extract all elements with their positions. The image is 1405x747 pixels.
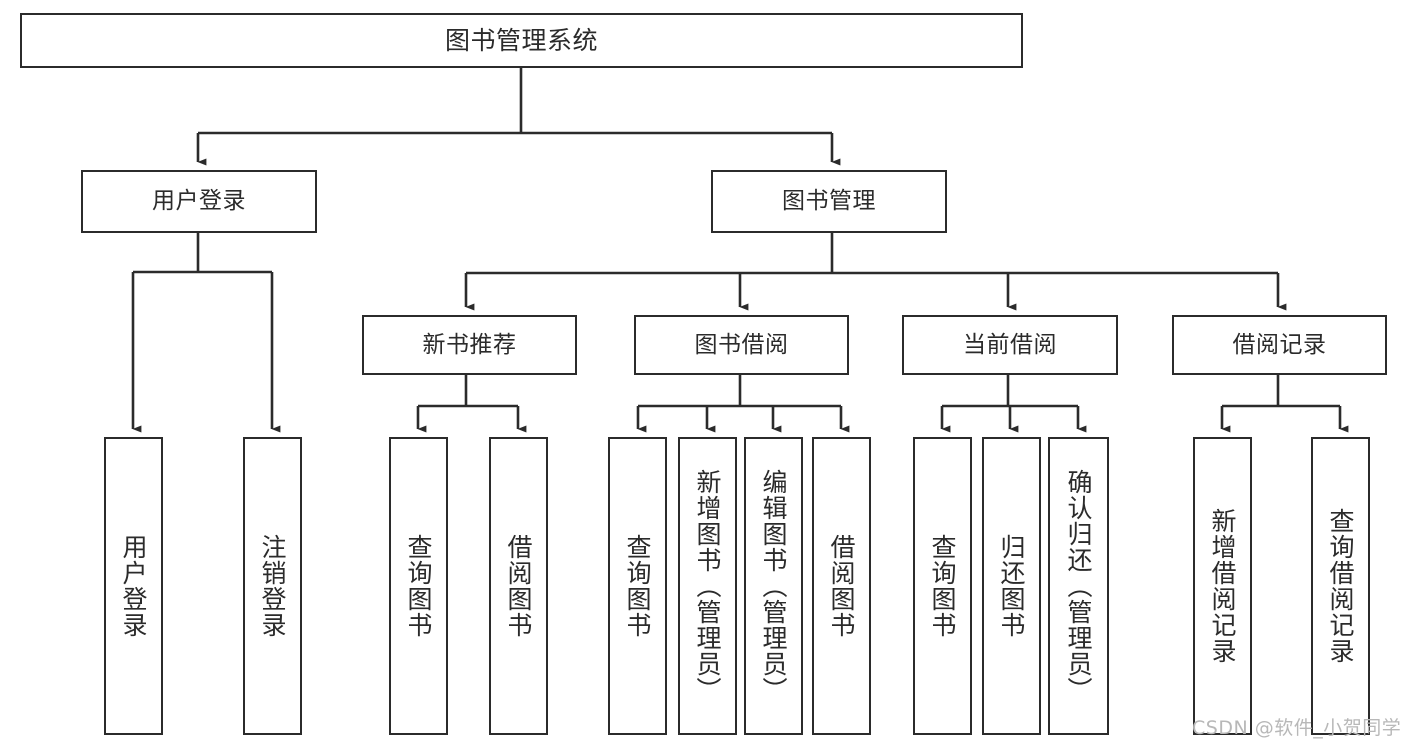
node-user-login[interactable]: 用户登录 xyxy=(81,170,317,233)
node-book-management-label: 图书管理 xyxy=(782,188,876,215)
node-user-login-label: 用户登录 xyxy=(152,188,246,215)
node-leaf-add-record-label: 新增借阅记录 xyxy=(1208,508,1237,664)
node-leaf-add-record[interactable]: 新增借阅记录 xyxy=(1193,437,1252,735)
node-borrow-record[interactable]: 借阅记录 xyxy=(1172,315,1387,375)
node-leaf-query-book-3-label: 查询图书 xyxy=(928,534,957,638)
node-leaf-user-login[interactable]: 用户登录 xyxy=(104,437,163,735)
node-leaf-confirm-return-label: 确认归还（管理员） xyxy=(1064,469,1093,703)
node-leaf-add-book-label: 新增图书（管理员） xyxy=(693,469,722,703)
node-leaf-confirm-return[interactable]: 确认归还（管理员） xyxy=(1048,437,1109,735)
node-leaf-return-book[interactable]: 归还图书 xyxy=(982,437,1041,735)
node-leaf-query-book-1[interactable]: 查询图书 xyxy=(389,437,448,735)
node-leaf-edit-book[interactable]: 编辑图书（管理员） xyxy=(744,437,803,735)
node-leaf-borrow-book-2[interactable]: 借阅图书 xyxy=(812,437,871,735)
node-new-book-recommend[interactable]: 新书推荐 xyxy=(362,315,577,375)
node-leaf-borrow-book-2-label: 借阅图书 xyxy=(827,534,856,638)
node-root-label: 图书管理系统 xyxy=(444,26,598,55)
node-leaf-query-book-1-label: 查询图书 xyxy=(404,534,433,638)
watermark: CSDN @软件_小贺同学 xyxy=(1192,717,1402,739)
node-leaf-query-book-2[interactable]: 查询图书 xyxy=(608,437,667,735)
node-borrow-record-label: 借阅记录 xyxy=(1232,331,1327,358)
node-book-management[interactable]: 图书管理 xyxy=(711,170,947,233)
node-leaf-return-book-label: 归还图书 xyxy=(997,534,1026,638)
node-leaf-query-book-3[interactable]: 查询图书 xyxy=(913,437,972,735)
node-current-borrow[interactable]: 当前借阅 xyxy=(902,315,1118,375)
node-root[interactable]: 图书管理系统 xyxy=(20,13,1023,68)
node-new-book-recommend-label: 新书推荐 xyxy=(422,331,517,358)
node-leaf-edit-book-label: 编辑图书（管理员） xyxy=(759,469,788,703)
node-leaf-add-book[interactable]: 新增图书（管理员） xyxy=(678,437,737,735)
node-book-borrow-label: 图书借阅 xyxy=(694,331,789,358)
node-leaf-query-record-label: 查询借阅记录 xyxy=(1326,508,1355,664)
node-leaf-borrow-book-1-label: 借阅图书 xyxy=(504,534,533,638)
node-leaf-query-book-2-label: 查询图书 xyxy=(623,534,652,638)
node-leaf-query-record[interactable]: 查询借阅记录 xyxy=(1311,437,1370,735)
node-current-borrow-label: 当前借阅 xyxy=(963,331,1057,358)
node-leaf-logout-login-label: 注销登录 xyxy=(258,534,287,638)
node-book-borrow[interactable]: 图书借阅 xyxy=(634,315,849,375)
node-leaf-user-login-label: 用户登录 xyxy=(119,534,148,638)
node-leaf-borrow-book-1[interactable]: 借阅图书 xyxy=(489,437,548,735)
node-leaf-logout-login[interactable]: 注销登录 xyxy=(243,437,302,735)
